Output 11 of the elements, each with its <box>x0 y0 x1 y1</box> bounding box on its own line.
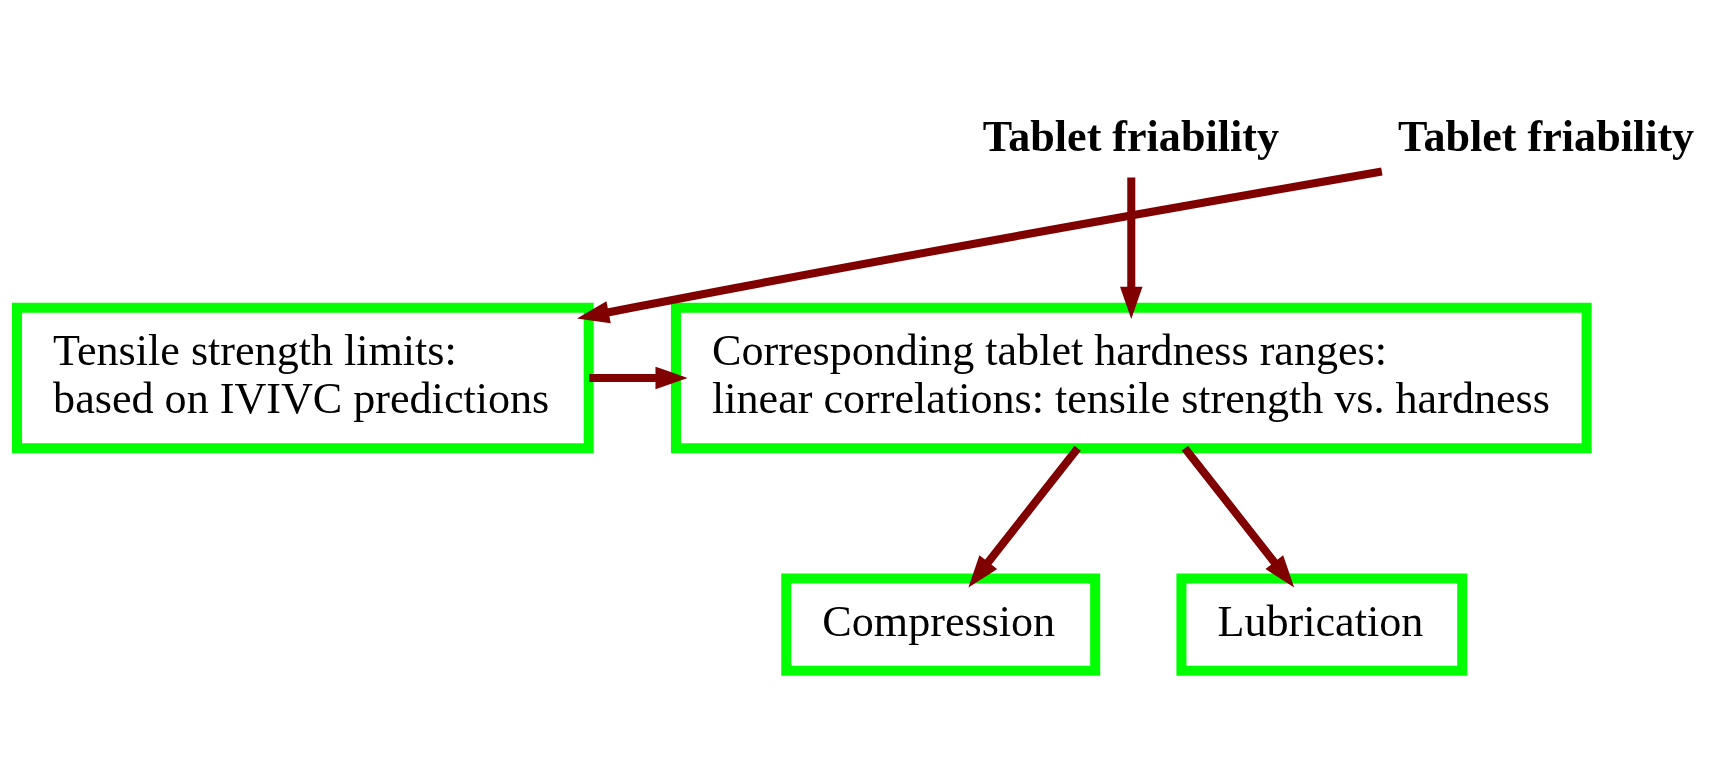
arrow <box>1119 177 1143 319</box>
node-box: Compression <box>780 573 1100 676</box>
arrow <box>576 167 1383 324</box>
node-text: Tablet friability <box>982 111 1279 161</box>
arrow <box>967 445 1081 588</box>
node-text: Tablet friability <box>1397 111 1694 161</box>
arrow <box>1181 445 1294 588</box>
arrow <box>588 366 688 390</box>
node-box: Lubrication <box>1175 573 1467 676</box>
node-box: Tensile strength limits: based on IVIVC predictions <box>11 302 594 454</box>
node-box: Corresponding tablet hardness ranges: linear correlations: tensile strength vs. hardness <box>670 302 1592 454</box>
